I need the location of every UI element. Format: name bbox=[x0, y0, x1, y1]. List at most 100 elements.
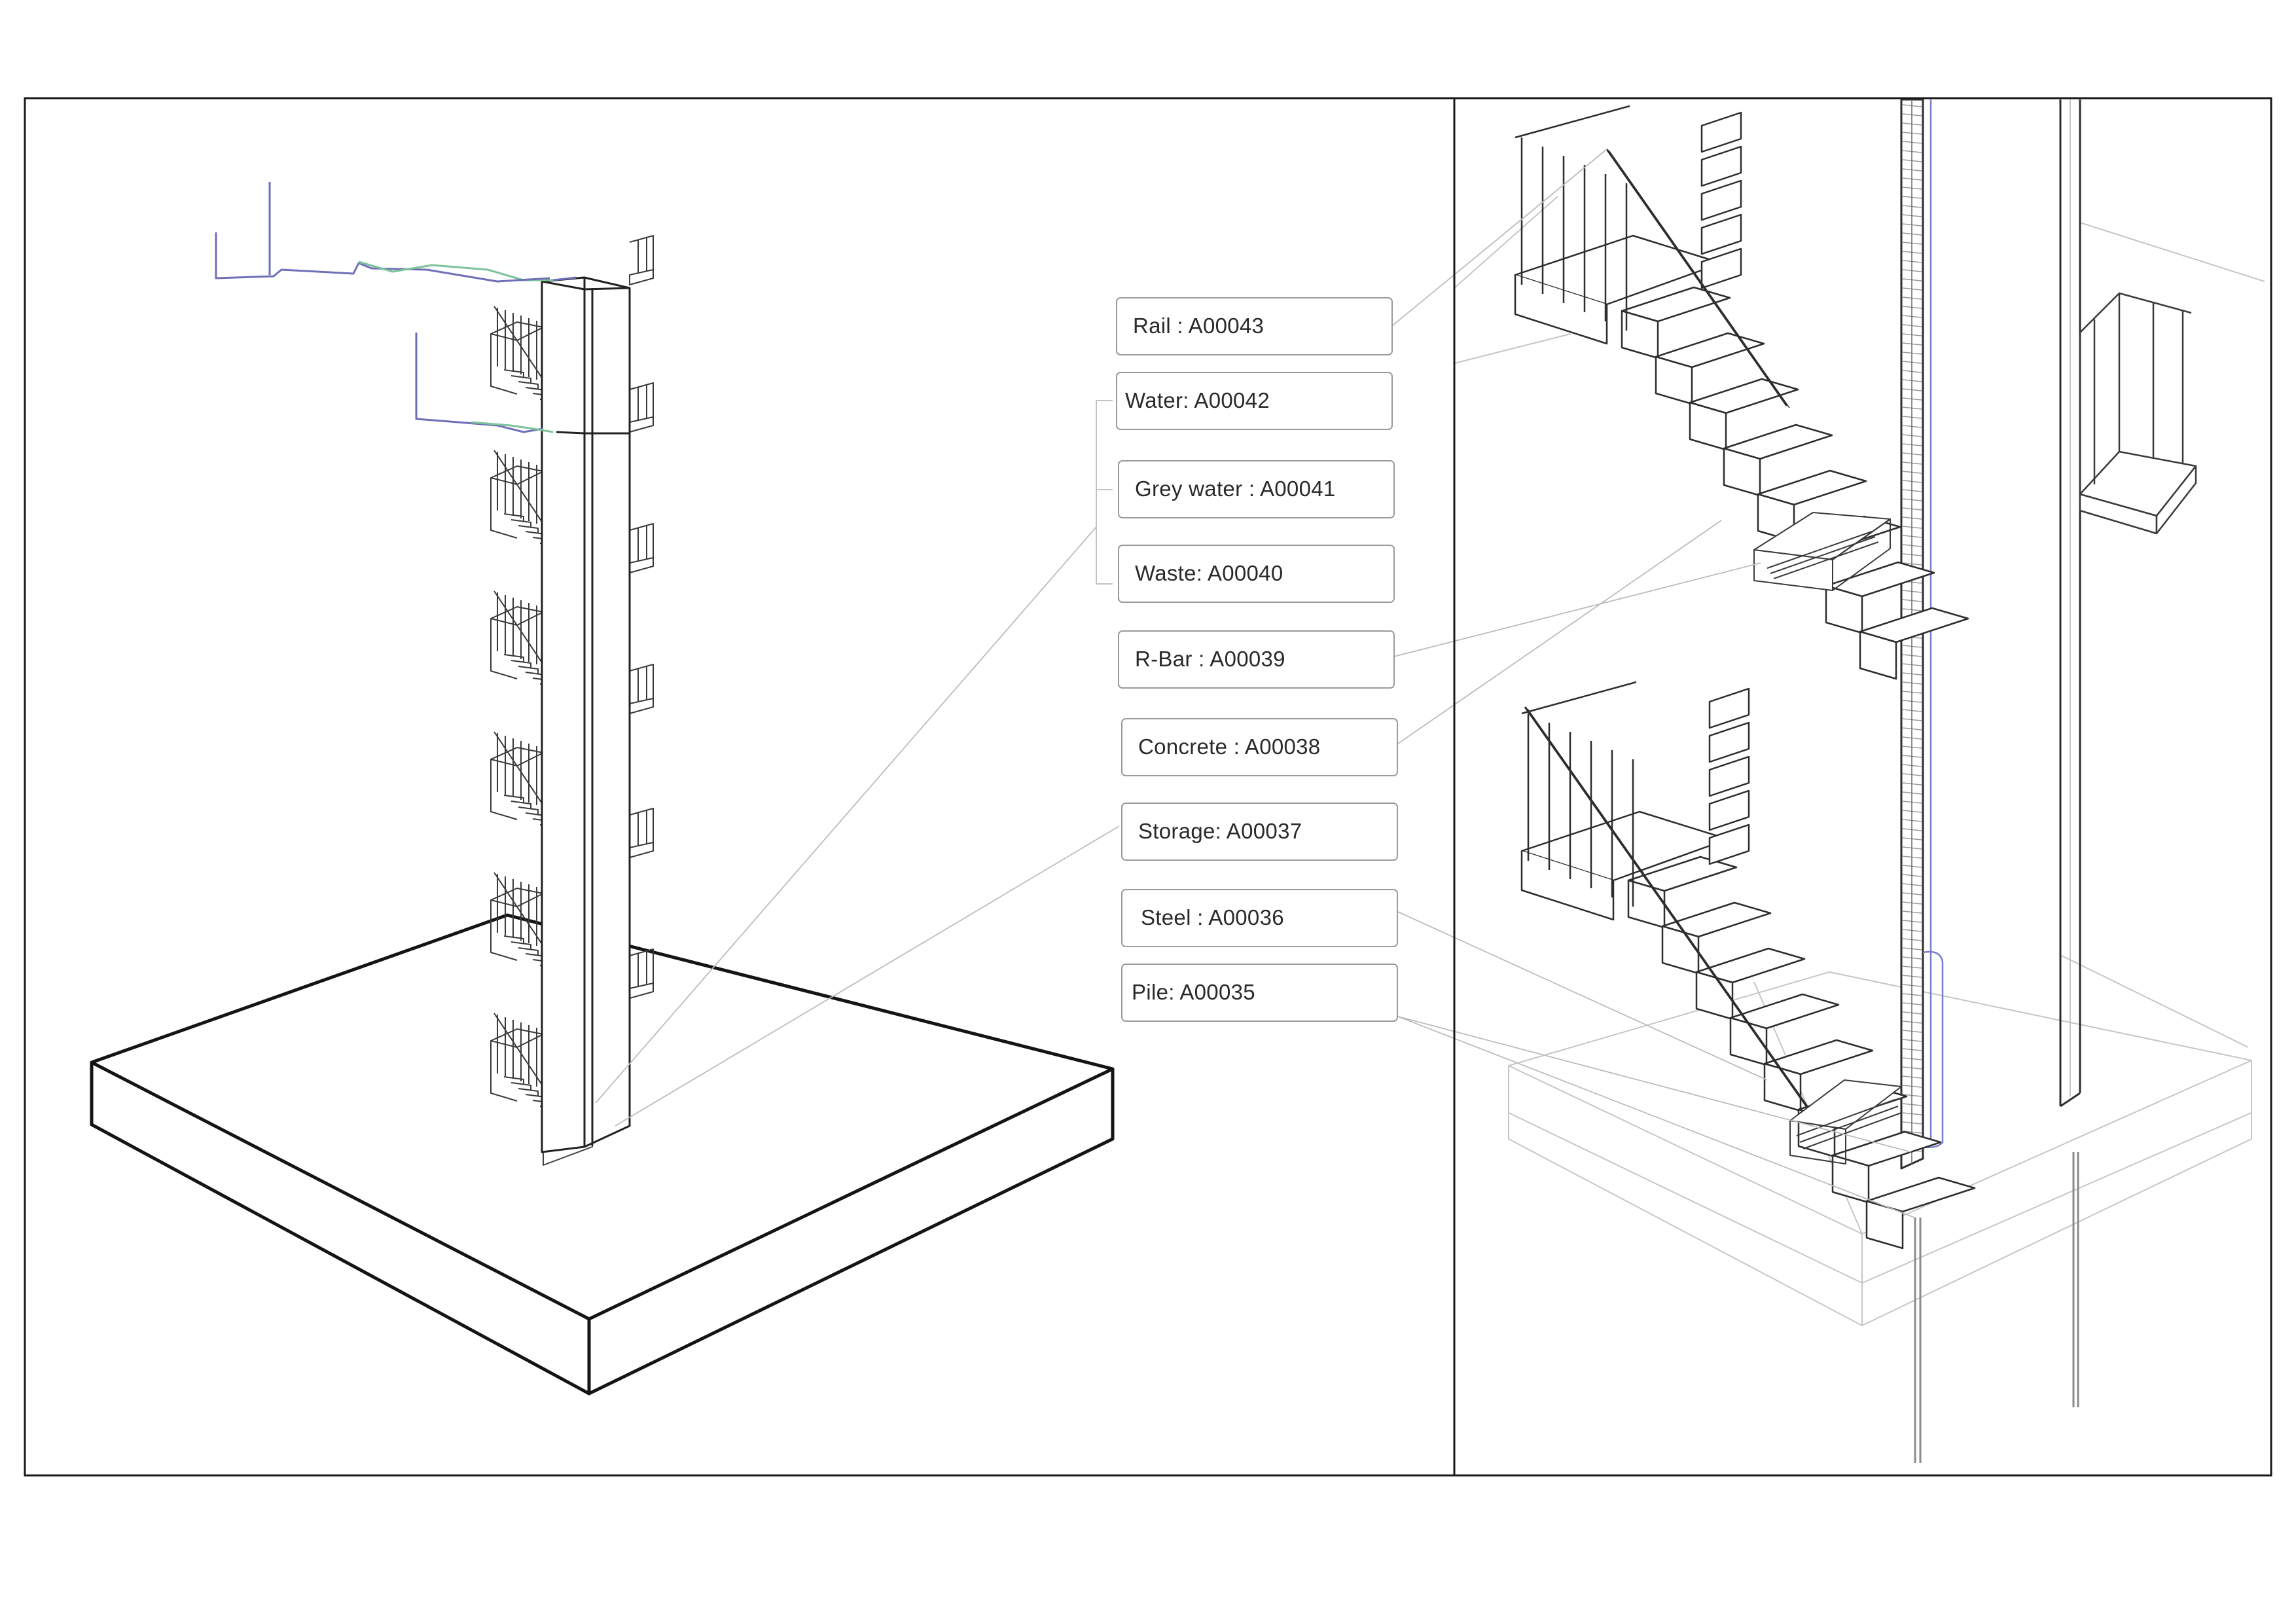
drawing-frame bbox=[24, 97, 2272, 1477]
callout-waste: Waste: A00040 bbox=[1118, 545, 1395, 603]
stair-stringer bbox=[490, 334, 518, 395]
callout-rbar: R-Bar : A00039 bbox=[1118, 630, 1395, 689]
balcony-rail bbox=[629, 523, 654, 558]
storage-grate-upper bbox=[1753, 512, 1891, 591]
landing-edge bbox=[1520, 851, 1615, 921]
callout-label: Grey water : A00041 bbox=[1135, 477, 1336, 501]
balcony-slab bbox=[629, 698, 654, 714]
handrail bbox=[1605, 149, 1788, 406]
handrail-edge bbox=[1609, 151, 1790, 408]
stair-step bbox=[503, 654, 524, 662]
balcony-3 bbox=[629, 523, 654, 573]
stair-landing bbox=[490, 888, 544, 907]
callout-concrete: Concrete : A00038 bbox=[1121, 718, 1398, 776]
stair-stringer bbox=[490, 759, 518, 820]
stair-riser bbox=[1859, 630, 1897, 680]
callout-pile: Pile: A00035 bbox=[1121, 964, 1398, 1022]
callout-label: Waste: A00040 bbox=[1135, 561, 1283, 585]
landing-edge bbox=[1514, 275, 1608, 345]
stair-step bbox=[511, 941, 531, 950]
piles bbox=[1914, 1152, 2079, 1463]
handrail-edge bbox=[1527, 708, 1810, 1109]
stair-back-step bbox=[1700, 213, 1742, 255]
callout-label: Pile: A00035 bbox=[1132, 980, 1255, 1004]
stair-step bbox=[511, 1082, 531, 1091]
right-balcony bbox=[2079, 292, 2197, 535]
callout-label: Concrete : A00038 bbox=[1138, 734, 1321, 759]
water-pipe-lower bbox=[415, 333, 544, 433]
stair-back-step bbox=[1708, 789, 1750, 831]
balcony-2 bbox=[629, 382, 654, 433]
water-pipe-upper bbox=[215, 232, 427, 280]
balcony-6 bbox=[629, 948, 654, 999]
callout-water: Water: A00042 bbox=[1116, 372, 1393, 430]
stair-step bbox=[511, 519, 531, 528]
callout-steel: Steel : A00036 bbox=[1121, 889, 1398, 947]
balcony-slab bbox=[629, 416, 654, 433]
left-axonometric-view bbox=[90, 182, 1115, 1396]
greywater-pipe-upper bbox=[358, 261, 553, 281]
stair-back-step bbox=[1700, 145, 1742, 187]
outer-frame bbox=[24, 97, 2272, 1477]
stair-flight-upper bbox=[1514, 105, 1969, 680]
stair-step bbox=[503, 513, 524, 522]
stair-step bbox=[503, 795, 524, 803]
stair-step bbox=[518, 381, 539, 389]
stair-step bbox=[503, 1076, 524, 1085]
stair-landing bbox=[490, 321, 544, 341]
storage-grate-lower bbox=[1789, 1079, 1902, 1164]
stair-step bbox=[511, 375, 531, 384]
balcony-slab bbox=[629, 557, 654, 573]
stair-landing bbox=[490, 465, 544, 485]
stair-step bbox=[503, 369, 524, 378]
pipe-to-core bbox=[552, 276, 577, 281]
stair-back-step bbox=[1708, 721, 1750, 763]
right-column bbox=[2059, 99, 2081, 1108]
stair-back-step bbox=[1708, 823, 1750, 865]
stair-step bbox=[511, 801, 531, 809]
guardrail bbox=[1521, 681, 1637, 715]
greywater-pipe-lower bbox=[471, 421, 554, 433]
leader-lines bbox=[595, 149, 1915, 1218]
callout-label: Water: A00042 bbox=[1125, 388, 1270, 412]
handrail bbox=[1524, 706, 1808, 1107]
balcony-1 bbox=[629, 235, 654, 285]
stair-step bbox=[518, 947, 539, 956]
stair-stringer bbox=[490, 478, 518, 539]
stair-back-step bbox=[1700, 179, 1742, 221]
stair-step bbox=[518, 666, 539, 674]
stair-back-step bbox=[1700, 111, 1742, 153]
stair-step bbox=[518, 525, 539, 533]
stair-back-step bbox=[1700, 247, 1742, 289]
balcony-rail bbox=[629, 808, 654, 842]
callout-label: Rail : A00043 bbox=[1133, 314, 1265, 338]
right-detail-view bbox=[1454, 98, 2265, 1463]
stair-stringer bbox=[490, 900, 518, 961]
callout-rail: Rail : A00043 bbox=[1116, 297, 1393, 355]
balcony-rail bbox=[629, 664, 654, 698]
stair-step bbox=[518, 1088, 539, 1096]
stair-landing bbox=[490, 747, 544, 767]
stair-stringer bbox=[490, 1041, 518, 1102]
stair-step bbox=[511, 660, 531, 668]
pipe-runs bbox=[215, 182, 577, 433]
callout-storage: Storage: A00037 bbox=[1121, 803, 1398, 861]
balcony-4 bbox=[629, 664, 654, 714]
tower-core bbox=[541, 276, 631, 1153]
stair-step bbox=[503, 935, 524, 944]
stair-back-step bbox=[1708, 687, 1750, 729]
callout-label: R-Bar : A00039 bbox=[1135, 647, 1285, 671]
stair-stringer bbox=[490, 619, 518, 679]
balcony-rail bbox=[629, 382, 654, 417]
stair-back-step bbox=[1708, 755, 1750, 797]
callout-label: Steel : A00036 bbox=[1141, 905, 1284, 929]
guardrail bbox=[1515, 105, 1630, 139]
tower-balconies bbox=[629, 235, 654, 999]
callout-grey-water: Grey water : A00041 bbox=[1118, 460, 1395, 518]
balcony-slab bbox=[629, 269, 654, 285]
stair-landing bbox=[490, 606, 544, 626]
water-pipe-upper-b bbox=[426, 268, 550, 283]
balcony-slab bbox=[629, 842, 654, 858]
balcony-5 bbox=[629, 808, 654, 858]
